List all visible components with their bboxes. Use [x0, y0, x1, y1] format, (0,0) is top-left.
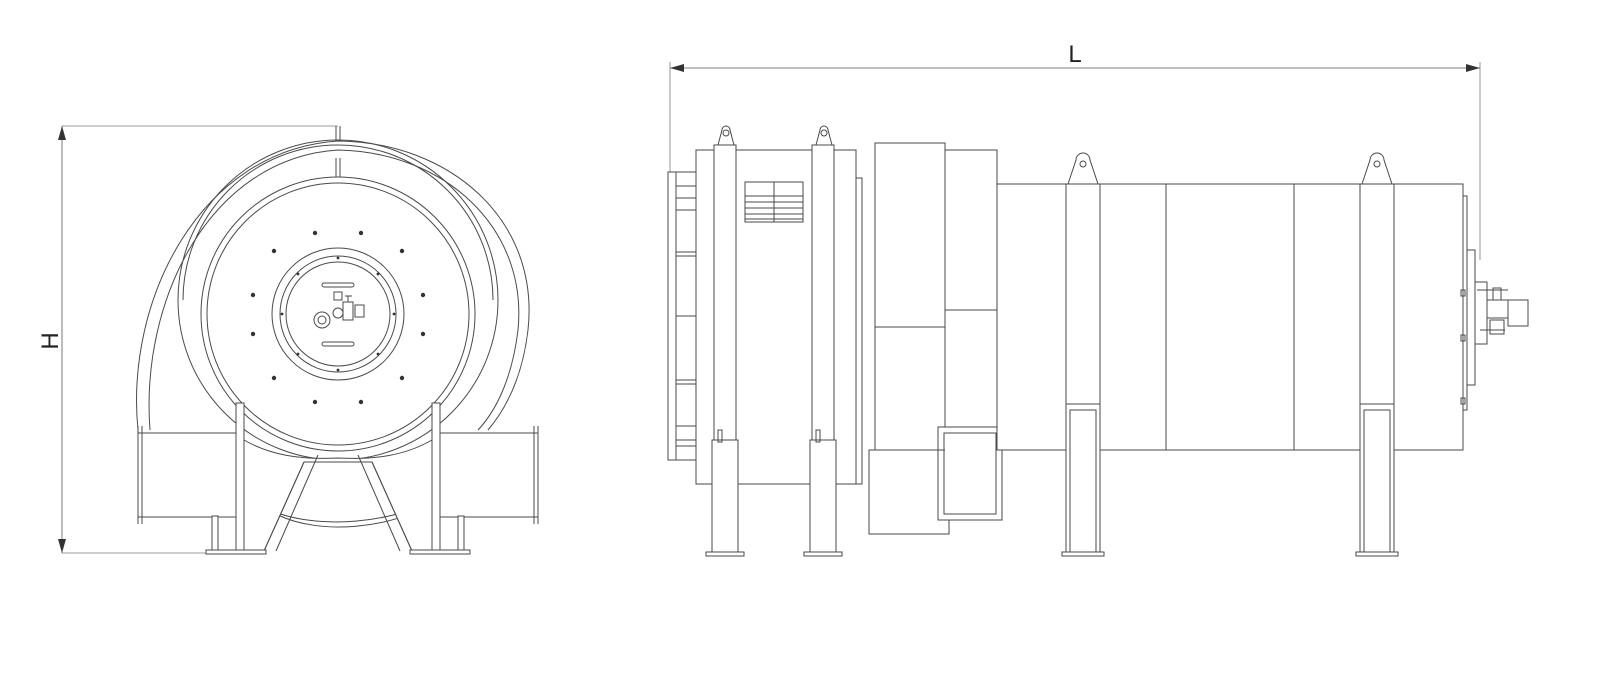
exchanger-section — [869, 143, 1002, 534]
height-dimension: H — [37, 126, 338, 553]
length-dimension: L — [670, 41, 1480, 260]
length-label: L — [1068, 41, 1081, 68]
support-saddle — [206, 403, 470, 554]
front-view: H ecostar — [37, 126, 538, 554]
height-label: H — [37, 332, 64, 349]
front-plate-bolts — [250, 230, 426, 405]
burner-door — [272, 248, 404, 380]
boiler-shell — [997, 153, 1475, 556]
side-nozzles — [138, 426, 538, 524]
burner — [1475, 282, 1528, 344]
side-view: L — [668, 41, 1528, 556]
fan-section — [668, 126, 862, 556]
